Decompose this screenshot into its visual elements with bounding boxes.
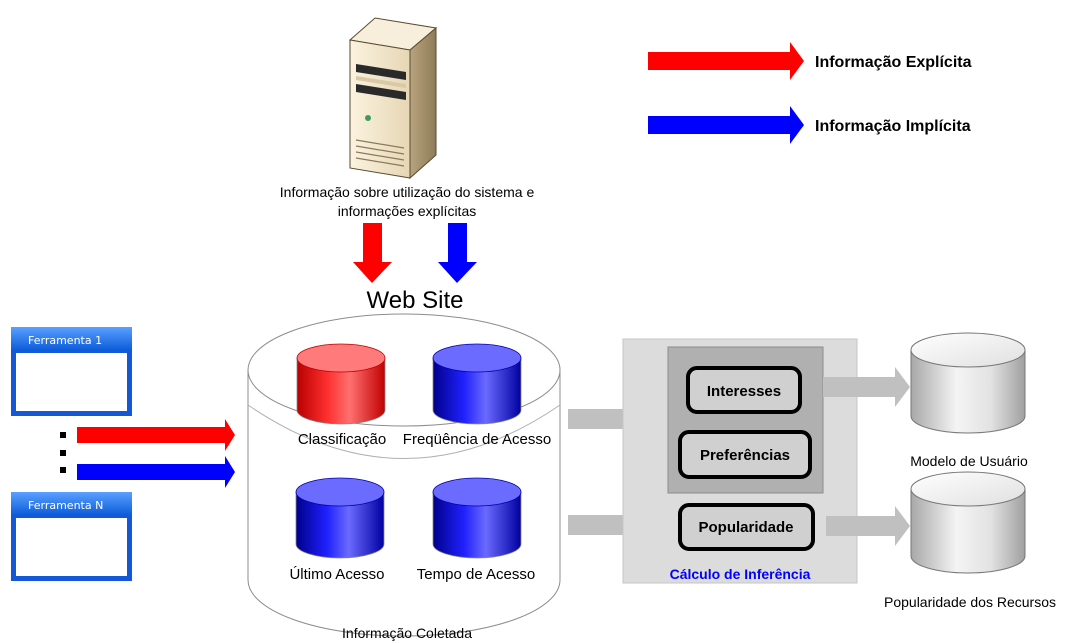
database-frequencia-icon xyxy=(432,343,522,425)
legend-implicit-label: Informação Implícita xyxy=(815,118,971,135)
output-arrow-popularity-icon xyxy=(826,506,910,546)
box-preferencias-label: Preferências xyxy=(700,447,790,464)
tool-1-title: Ferramenta 1 xyxy=(28,334,102,347)
server-caption-line1: Informação sobre utilização do sistema e xyxy=(280,184,535,200)
output-arrow-user-model-icon xyxy=(823,367,910,407)
implicit-info-arrow-icon xyxy=(648,106,804,144)
db-label-tempo-acesso: Tempo de Acesso xyxy=(417,566,535,583)
resource-popularity-label: Popularidade dos Recursos xyxy=(884,594,1056,610)
tool-window-n: Ferramenta N xyxy=(11,492,132,581)
inference-title: Cálculo de Inferência xyxy=(670,566,811,582)
ellipsis-dots-icon xyxy=(60,432,66,473)
box-popularidade: Popularidade xyxy=(678,503,815,551)
website-footer: Informação Coletada xyxy=(342,625,472,641)
db-label-frequencia: Freqüência de Acesso xyxy=(403,431,551,448)
user-model-label: Modelo de Usuário xyxy=(910,453,1028,469)
box-preferencias: Preferências xyxy=(678,430,812,479)
database-classificacao-icon xyxy=(296,343,386,425)
tools-explicit-arrow-icon xyxy=(77,419,235,451)
legend: Informação Explícita Informação Implícit… xyxy=(648,42,972,144)
website-title: Web Site xyxy=(367,287,464,314)
server-caption-line2: informações explícitas xyxy=(338,203,477,219)
db-label-ultimo-acesso: Último Acesso xyxy=(289,566,384,583)
explicit-down-arrow-icon xyxy=(353,223,392,283)
box-interesses-label: Interesses xyxy=(707,383,781,400)
server-tower-icon xyxy=(348,17,438,180)
db-label-classificacao: Classificação xyxy=(298,431,386,448)
database-ultimo-acesso-icon xyxy=(295,477,385,559)
tools-implicit-arrow-icon xyxy=(77,456,235,488)
legend-explicit-label: Informação Explícita xyxy=(815,54,972,71)
database-tempo-acesso-icon xyxy=(432,477,522,559)
user-model-database-icon xyxy=(910,332,1026,434)
box-interesses: Interesses xyxy=(686,366,802,414)
explicit-info-arrow-icon xyxy=(648,42,804,80)
implicit-down-arrow-icon xyxy=(438,223,477,283)
tool-window-1: Ferramenta 1 xyxy=(11,327,132,416)
box-popularidade-label: Popularidade xyxy=(698,519,793,536)
tool-n-title: Ferramenta N xyxy=(28,499,103,512)
resource-popularity-database-icon xyxy=(910,471,1026,574)
